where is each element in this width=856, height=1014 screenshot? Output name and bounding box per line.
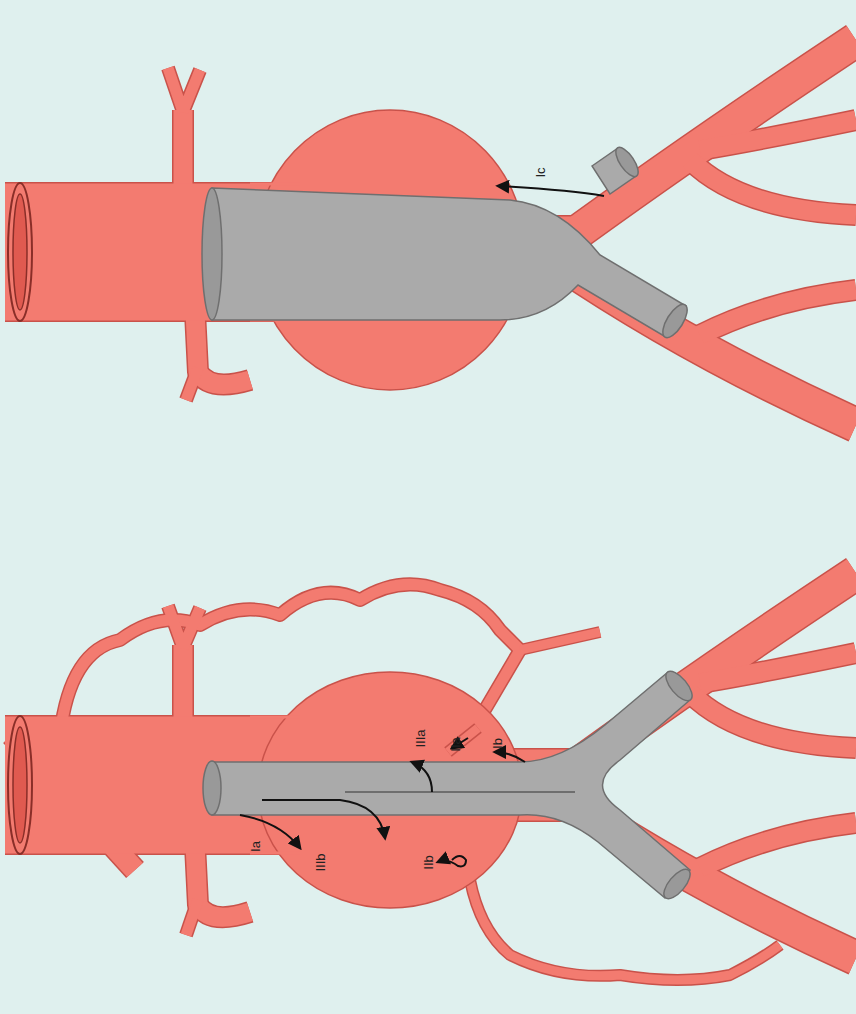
endoleak-type-label: Ib — [490, 738, 503, 749]
top-vessels — [5, 40, 856, 425]
endoleak-type-label: Ia — [248, 841, 261, 852]
endoleak-type-label: IIIa — [414, 729, 427, 747]
bottom-stent-graft — [203, 667, 697, 903]
endoleak-type-label: IIb — [422, 855, 435, 869]
endoleak-type-label: IIIb — [314, 853, 327, 871]
endoleak-type-label: Ic — [534, 167, 547, 177]
top-stent-graft — [202, 144, 692, 341]
endoleak-type-label: IIa — [449, 737, 462, 751]
bottom-vessels — [5, 573, 856, 980]
